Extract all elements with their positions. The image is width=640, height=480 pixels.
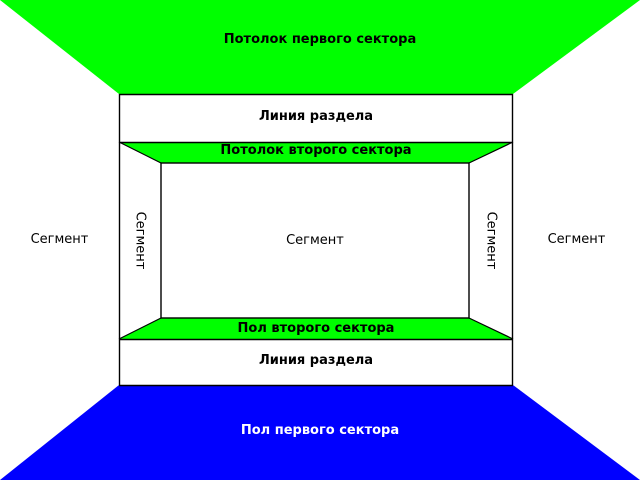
segment-left-outer-label: Сегмент (30, 232, 89, 247)
diagonal-bottom-left (118, 317, 162, 340)
segment-left-inner-label: Сегмент (132, 211, 148, 270)
divider-bottom-label: Линия раздела (258, 353, 374, 368)
floor-sector-one-label: Пол первого сектора (240, 423, 400, 438)
segment-right-inner-label: Сегмент (483, 211, 499, 270)
ceiling-sector-one-shape (0, 0, 640, 94)
inner-far-wall-rect (160, 162, 470, 319)
diagonal-bottom-right (468, 317, 514, 340)
floor-sector-one-shape (0, 385, 640, 480)
divider-top-band (119, 94, 513, 142)
ceiling-sector-two-label: Потолок второго сектора (220, 143, 412, 158)
diagonal-top-left (118, 141, 162, 164)
segment-center-label: Сегмент (286, 233, 344, 248)
divider-top-label: Линия раздела (258, 109, 374, 124)
ceiling-sector-two-shape (119, 142, 513, 163)
diagonal-top-right (468, 141, 514, 164)
floor-sector-two-shape (119, 318, 513, 339)
ceiling-sector-one-label: Потолок первого сектора (223, 32, 417, 47)
divider-bottom-band (119, 339, 513, 385)
floor-sector-two-label: Пол второго сектора (237, 321, 395, 336)
segment-right-outer-label: Сегмент (547, 232, 606, 247)
